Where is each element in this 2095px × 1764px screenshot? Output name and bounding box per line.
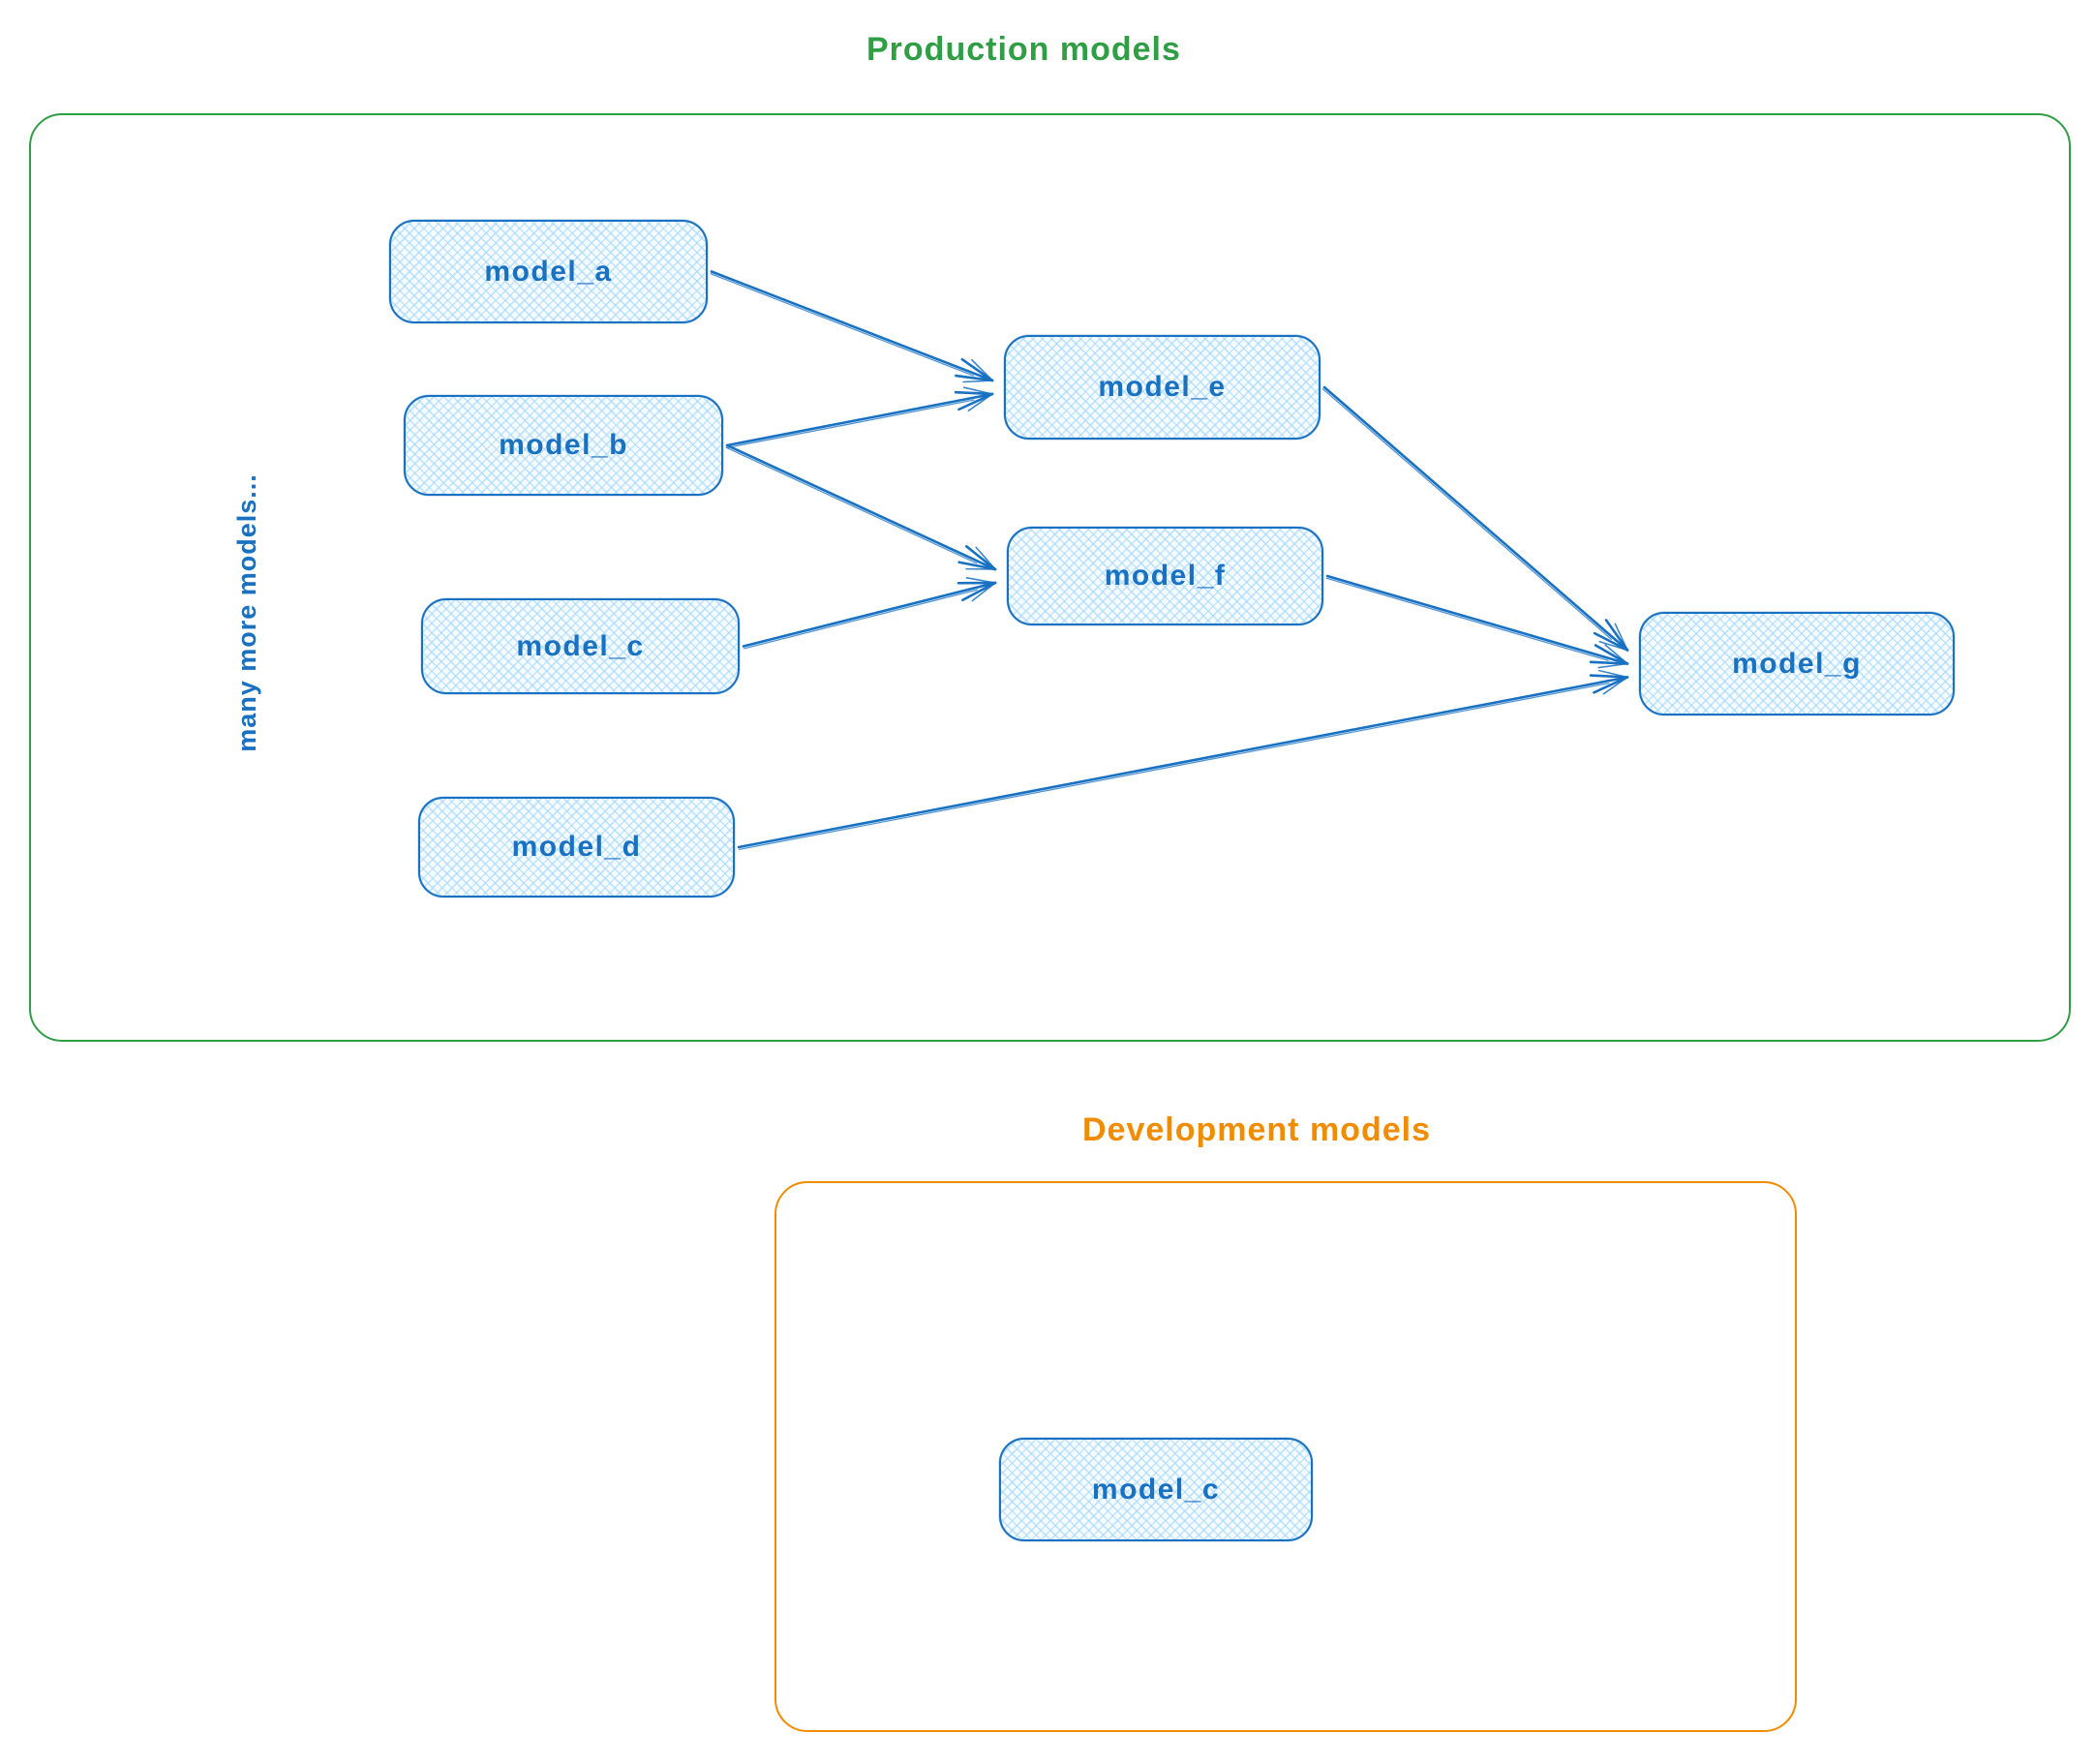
- production-group-frame: [29, 113, 2071, 1042]
- development-group-frame: [774, 1181, 1797, 1732]
- node-model-g: model_g: [1639, 612, 1955, 715]
- node-model-e: model_e: [1004, 335, 1321, 440]
- many-more-models-note: many more models...: [232, 473, 261, 752]
- node-model-f-label: model_f: [1104, 560, 1227, 592]
- node-model-d-label: model_d: [511, 831, 642, 863]
- node-dev-model-c-label: model_c: [1091, 1473, 1221, 1505]
- node-model-c-label: model_c: [516, 629, 645, 662]
- node-model-e-label: model_e: [1098, 371, 1227, 403]
- node-model-f: model_f: [1007, 527, 1323, 625]
- node-model-b: model_b: [404, 395, 723, 496]
- node-model-d: model_d: [418, 797, 735, 897]
- node-model-b-label: model_b: [499, 429, 628, 461]
- development-group-title: Development models: [1082, 1111, 1431, 1148]
- node-model-c: model_c: [421, 598, 740, 694]
- node-model-a: model_a: [389, 220, 708, 323]
- node-model-a-label: model_a: [484, 255, 613, 288]
- production-group-title: Production models: [866, 31, 1181, 68]
- node-dev-model-c: model_c: [999, 1438, 1313, 1541]
- node-model-g-label: model_g: [1732, 647, 1862, 680]
